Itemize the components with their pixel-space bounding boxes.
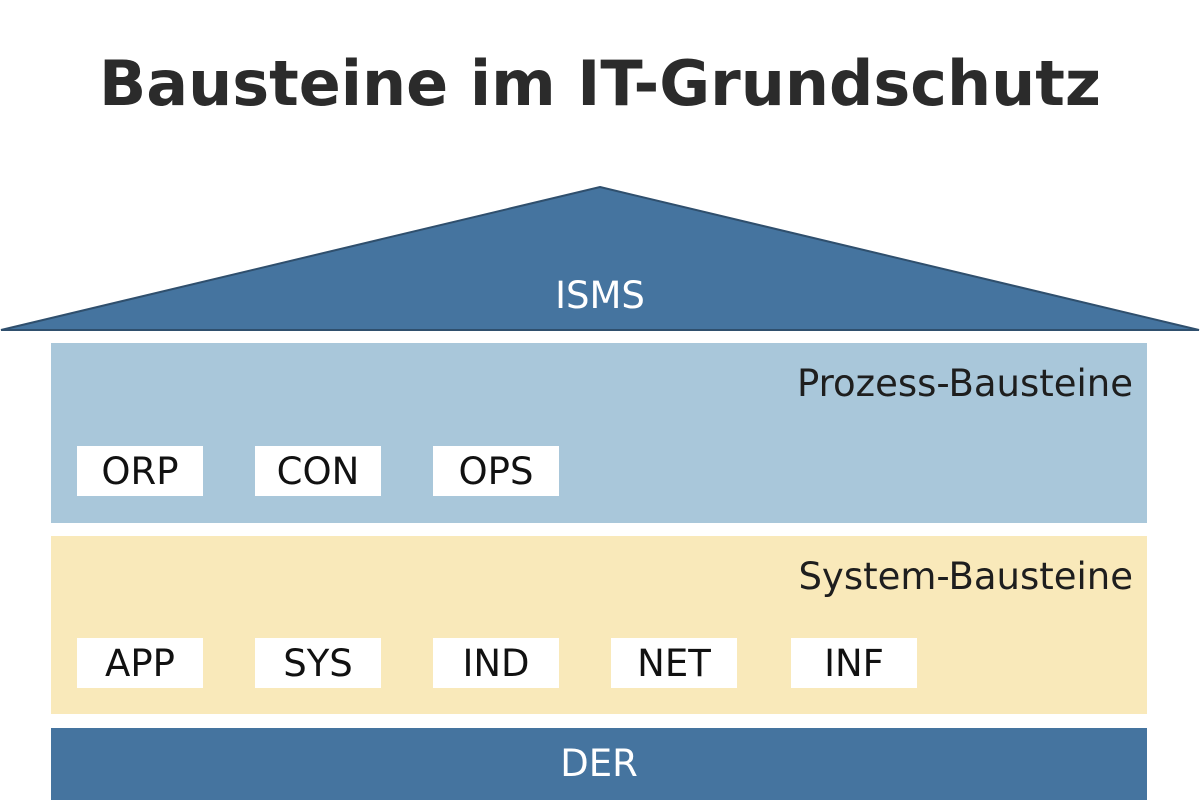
isms-roof: [0, 186, 1200, 331]
isms-label: ISMS: [555, 274, 645, 317]
der-label: DER: [560, 742, 638, 785]
prozess-layer-title: Prozess-Bausteine: [796, 362, 1133, 405]
page-title: Bausteine im IT-Grundschutz: [98, 47, 1102, 120]
module-orp: ORP: [77, 446, 203, 496]
system-layer-title: System-Bausteine: [798, 555, 1133, 598]
module-inf: INF: [791, 638, 917, 688]
module-con: CON: [255, 446, 381, 496]
system-layer: System-Bausteine APP SYS IND NET INF: [51, 536, 1147, 714]
der-layer: DER: [51, 728, 1147, 800]
roof-shape: [0, 186, 1200, 331]
module-ind: IND: [433, 638, 559, 688]
module-net: NET: [611, 638, 737, 688]
module-ops: OPS: [433, 446, 559, 496]
module-app: APP: [77, 638, 203, 688]
prozess-layer: Prozess-Bausteine ORP CON OPS: [51, 343, 1147, 523]
module-sys: SYS: [255, 638, 381, 688]
